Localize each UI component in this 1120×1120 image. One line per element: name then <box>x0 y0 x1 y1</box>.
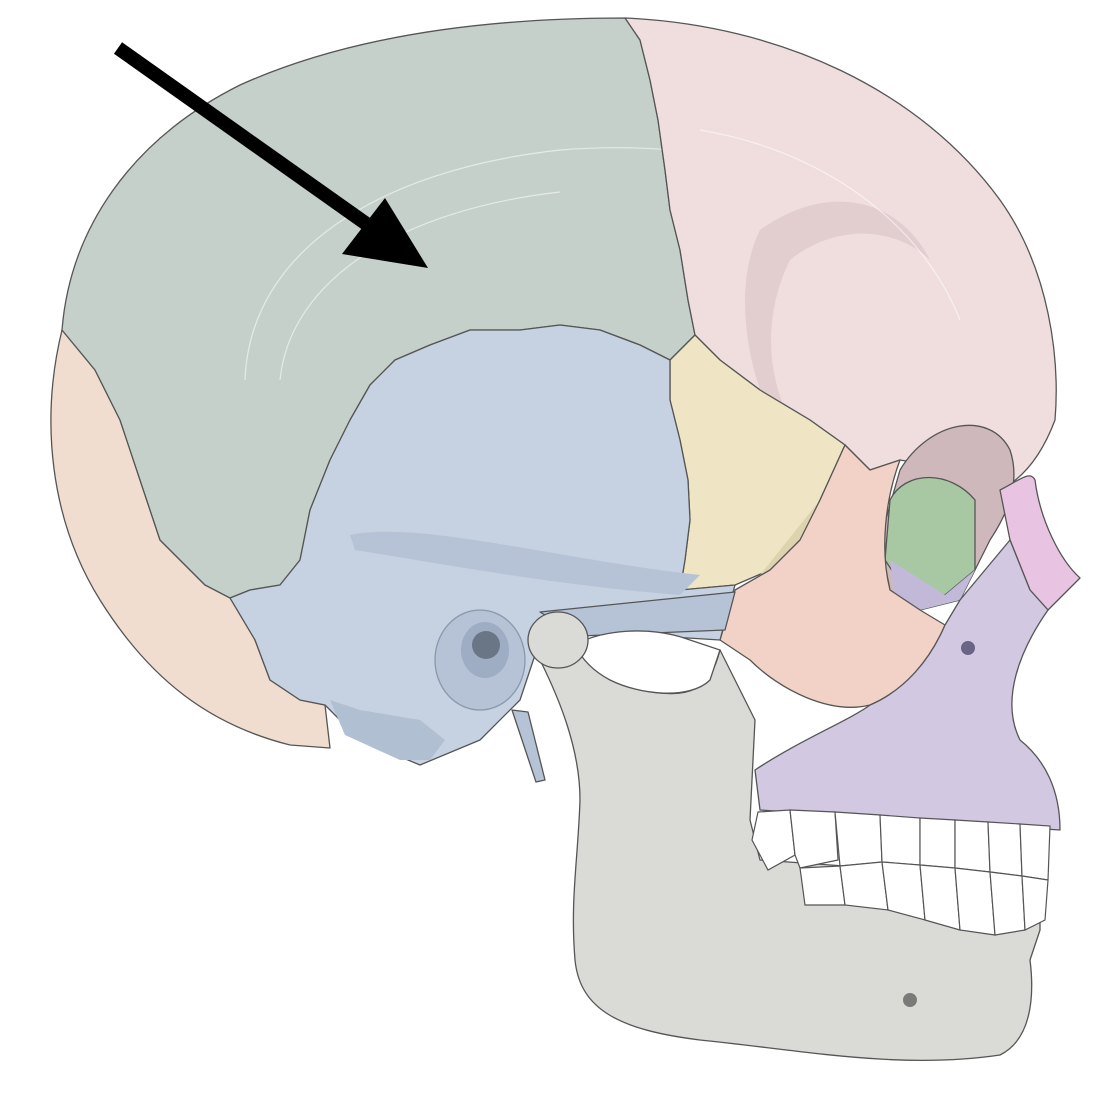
maxilla <box>754 539 1061 831</box>
arrow-pointer-icon <box>113 42 428 268</box>
condyle <box>527 611 589 669</box>
styloid-process <box>511 709 546 783</box>
upper-teeth <box>751 809 1051 881</box>
mental-foramen <box>903 993 917 1007</box>
ear-canal <box>434 609 526 711</box>
nasal-bone <box>999 475 1081 611</box>
lower-teeth <box>799 861 1049 936</box>
